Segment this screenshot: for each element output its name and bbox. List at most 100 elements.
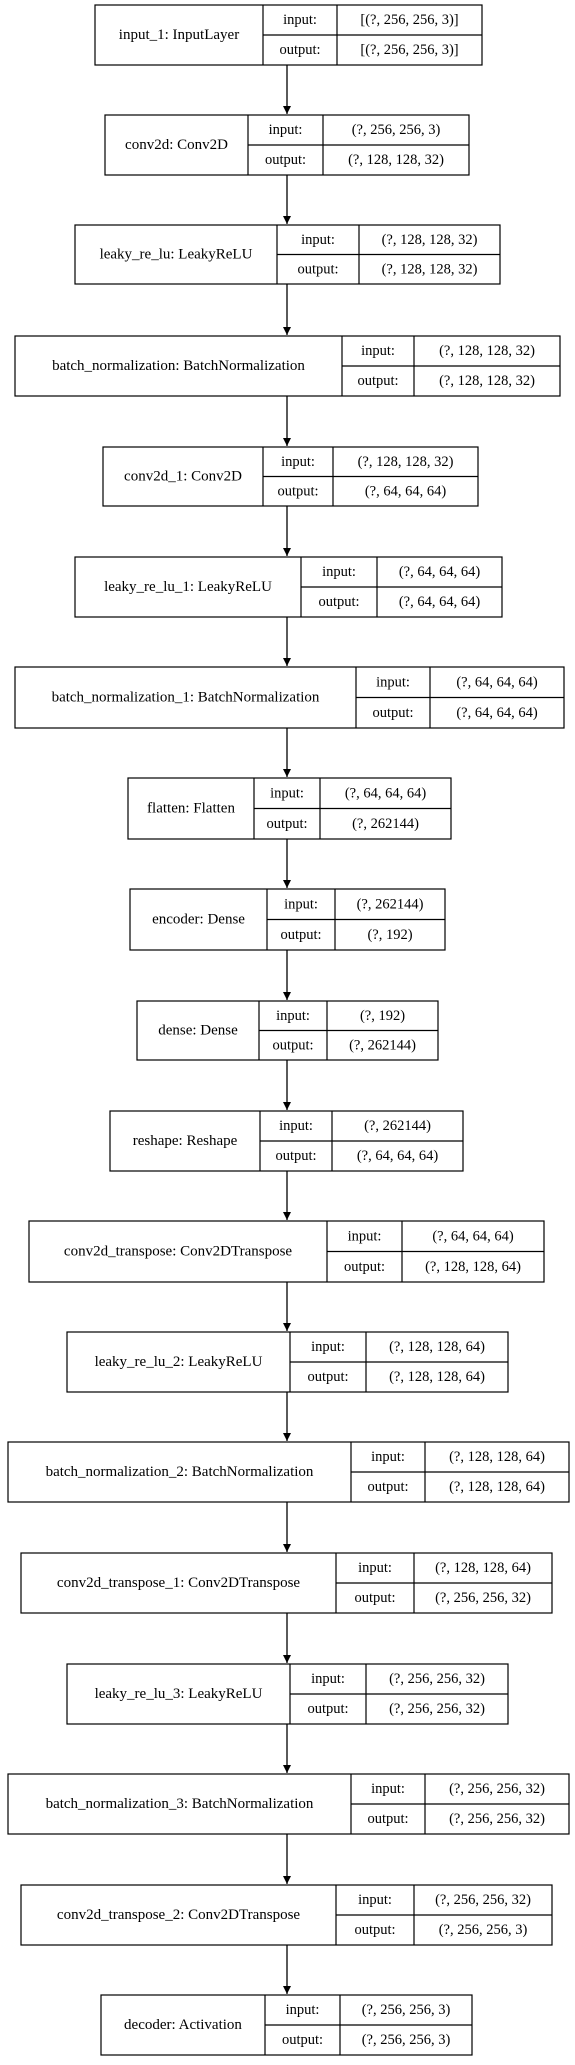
input-shape: (?, 128, 128, 32)	[439, 343, 535, 359]
input-label: input:	[322, 564, 356, 580]
input-label: input:	[284, 896, 318, 912]
input-label: input:	[371, 1449, 405, 1465]
layer-name: decoder: Activation	[124, 2017, 242, 2033]
layer-name: batch_normalization_1: BatchNormalizatio…	[52, 690, 320, 706]
output-label: output:	[354, 1922, 395, 1938]
output-label: output:	[307, 1369, 348, 1385]
input-label: input:	[376, 674, 410, 690]
output-shape: (?, 256, 256, 3)	[362, 2032, 451, 2048]
input-shape: (?, 128, 128, 32)	[358, 454, 454, 470]
input-shape: (?, 256, 256, 32)	[435, 1892, 531, 1908]
output-shape: (?, 128, 128, 32)	[382, 261, 478, 277]
output-shape: (?, 192)	[367, 927, 412, 943]
layer-name: leaky_re_lu_3: LeakyReLU	[95, 1686, 263, 1702]
layer-name: batch_normalization: BatchNormalization	[52, 358, 305, 374]
output-label: output:	[275, 1148, 316, 1164]
output-label: output:	[277, 483, 318, 499]
output-label: output:	[354, 1590, 395, 1606]
input-shape: (?, 256, 256, 32)	[389, 1671, 485, 1687]
layer-name: leaky_re_lu_2: LeakyReLU	[95, 1354, 263, 1370]
layer-name: input_1: InputLayer	[119, 27, 239, 43]
output-shape: (?, 128, 128, 64)	[425, 1259, 521, 1275]
output-label: output:	[280, 927, 321, 943]
output-shape: (?, 128, 128, 32)	[439, 373, 535, 389]
output-label: output:	[367, 1479, 408, 1495]
input-shape: (?, 262144)	[364, 1118, 431, 1134]
input-shape: (?, 256, 256, 3)	[362, 2002, 451, 2018]
layer-node: conv2d_transpose_1: Conv2DTranspose input…	[20, 1552, 553, 1614]
input-shape: (?, 128, 128, 64)	[389, 1339, 485, 1355]
output-shape: (?, 64, 64, 64)	[365, 483, 447, 499]
input-label: input:	[358, 1892, 392, 1908]
input-shape: (?, 262144)	[357, 896, 424, 912]
layer-node: flatten: Flatten input: output: (?, 64, 64,…	[127, 777, 452, 840]
input-label: input:	[371, 1781, 405, 1797]
layer-node: conv2d_transpose: Conv2DTransposeinput:o…	[28, 1220, 545, 1283]
output-label: output:	[279, 42, 320, 58]
input-label: input:	[276, 1008, 310, 1024]
layer-name: flatten: Flatten	[147, 801, 235, 817]
input-shape: [(?, 256, 256, 3)]	[360, 12, 458, 28]
output-label: output:	[307, 1701, 348, 1717]
input-shape: (?, 64, 64, 64)	[399, 564, 481, 580]
layer-name: leaky_re_lu_1: LeakyReLU	[104, 579, 272, 595]
layer-name: conv2d: Conv2D	[125, 137, 228, 153]
input-label: input:	[358, 1560, 392, 1576]
output-shape: (?, 64, 64, 64)	[399, 594, 481, 610]
output-shape: (?, 262144)	[349, 1037, 416, 1053]
output-shape: (?, 128, 128, 64)	[389, 1369, 485, 1385]
input-shape: (?, 256, 256, 32)	[449, 1781, 545, 1797]
input-label: input:	[311, 1671, 345, 1687]
input-shape: (?, 64, 64, 64)	[345, 785, 427, 801]
output-shape: (?, 64, 64, 64)	[357, 1148, 439, 1164]
input-shape: (?, 256, 256, 3)	[352, 122, 441, 138]
output-shape: (?, 128, 128, 32)	[348, 152, 444, 168]
input-shape: (?, 64, 64, 64)	[456, 674, 538, 690]
layer-name: conv2d_transpose_1: Conv2DTranspose	[57, 1575, 301, 1591]
input-label: input:	[279, 1118, 313, 1134]
output-label: output:	[265, 152, 306, 168]
output-shape: (?, 256, 256, 3)	[439, 1922, 528, 1938]
layer-name: reshape: Reshape	[133, 1133, 238, 1149]
layer-name: encoder: Dense	[152, 912, 245, 928]
output-label: output:	[266, 816, 307, 832]
output-shape: (?, 128, 128, 64)	[449, 1479, 545, 1495]
layer-node: encoder: Dense input: output: (?, 262144) (?…	[129, 888, 446, 951]
output-label: output:	[357, 373, 398, 389]
layer-node: batch_normalization: BatchNormalizationi…	[14, 335, 561, 397]
layer-name: leaky_re_lu: LeakyReLU	[100, 247, 253, 263]
output-shape: [(?, 256, 256, 3)]	[360, 42, 458, 58]
layer-node: conv2d_1: Conv2D input: output: (?, 128, 12…	[102, 446, 479, 507]
input-label: input:	[311, 1339, 345, 1355]
output-label: output:	[318, 594, 359, 610]
layer-node: reshape: Reshape input: output: (?, 262144)…	[109, 1110, 464, 1172]
output-shape: (?, 256, 256, 32)	[389, 1701, 485, 1717]
layer-name: conv2d_1: Conv2D	[124, 469, 242, 485]
input-label: input:	[348, 1228, 382, 1244]
input-shape: (?, 128, 128, 32)	[382, 232, 478, 248]
input-shape: (?, 64, 64, 64)	[432, 1228, 514, 1244]
layer-name: batch_normalization_2: BatchNormalizatio…	[46, 1464, 314, 1480]
output-label: output:	[367, 1811, 408, 1827]
output-shape: (?, 256, 256, 32)	[449, 1811, 545, 1827]
input-label: input:	[286, 2002, 320, 2018]
input-shape: (?, 128, 128, 64)	[435, 1560, 531, 1576]
output-label: output:	[297, 261, 338, 277]
layer-name: conv2d_transpose: Conv2DTranspose	[64, 1244, 293, 1260]
output-shape: (?, 64, 64, 64)	[456, 705, 538, 721]
layer-node: batch_normalization_2: BatchNormalizatio…	[7, 1441, 570, 1503]
output-shape: (?, 262144)	[352, 816, 419, 832]
input-shape: (?, 192)	[360, 1008, 405, 1024]
layer-node: conv2d_transpose_2: Conv2DTranspose input…	[20, 1884, 553, 1946]
layer-name: conv2d_transpose_2: Conv2DTranspose	[57, 1907, 301, 1923]
input-label: input:	[269, 122, 303, 138]
input-label: input:	[270, 785, 304, 801]
input-label: input:	[281, 454, 315, 470]
output-label: output:	[372, 705, 413, 721]
